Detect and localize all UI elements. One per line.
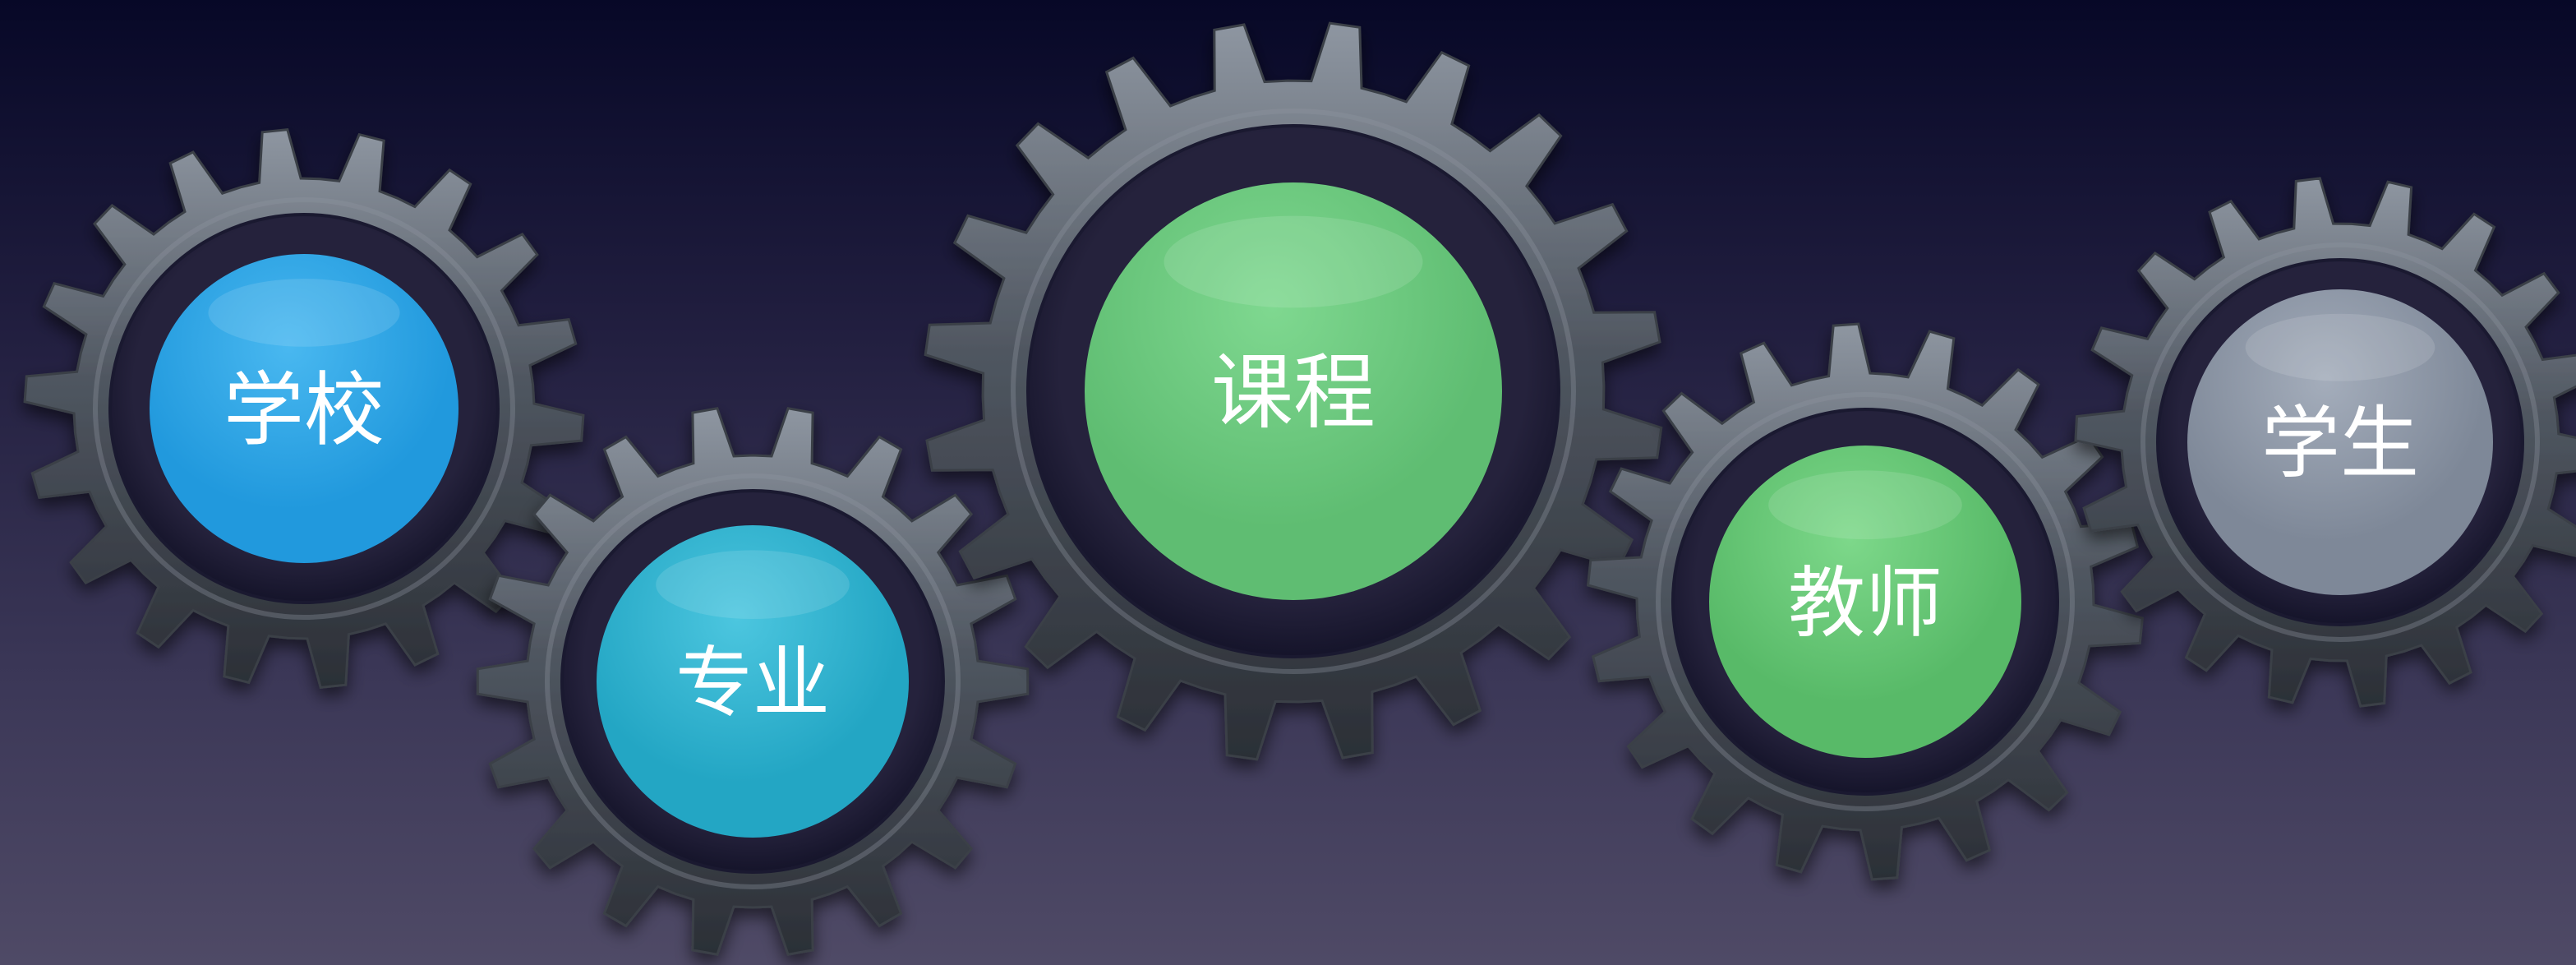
gear-label-major: 专业	[675, 639, 830, 728]
gear-hub-highlight	[208, 279, 400, 347]
gear-hub-student	[2187, 289, 2493, 595]
gear-hub-highlight	[1768, 470, 1962, 539]
gear-student: 学生	[2074, 177, 2576, 708]
gear-hub-highlight	[656, 550, 850, 619]
gear-label-course: 课程	[1211, 344, 1376, 441]
gear-label-teacher: 教师	[1788, 559, 1942, 649]
gear-teacher: 教师	[1586, 322, 2145, 881]
gear-course: 课程	[924, 21, 1663, 761]
gear-hub-major	[597, 525, 909, 838]
gear-hub-teacher	[1709, 446, 2021, 758]
gear-hub-course	[1085, 182, 1502, 600]
gear-ring-bevel	[1656, 392, 2075, 811]
gear-ring-bevel	[2141, 242, 2540, 642]
gear-ring-bevel	[1011, 109, 1576, 674]
gear-ring-bevel	[545, 473, 961, 889]
gear-hub-highlight	[1164, 215, 1423, 308]
gear-hub-highlight	[2245, 313, 2435, 381]
gear-school: 学校	[23, 127, 585, 690]
gear-hub-school	[150, 254, 459, 563]
gear-label-student: 学生	[2261, 398, 2419, 490]
gear-label-school: 学校	[223, 363, 385, 457]
gear-ring-bevel	[93, 197, 515, 620]
gear-major: 专业	[476, 407, 1030, 956]
